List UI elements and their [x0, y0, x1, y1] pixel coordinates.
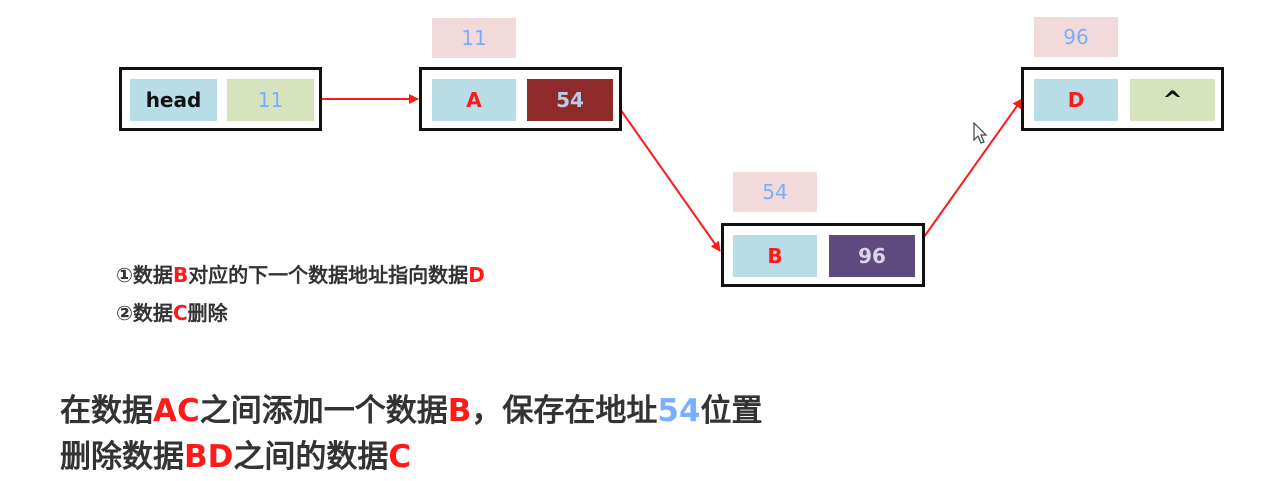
note-step-2-prefix: ②数据	[116, 301, 173, 325]
node-a: A 54	[419, 67, 622, 131]
caption-1-t2: 之间添加一个数据	[199, 393, 448, 429]
note-step-2-c: C	[172, 301, 188, 325]
head-label-cell: head	[130, 79, 217, 121]
node-d: D ^	[1021, 67, 1224, 131]
head-node: head 11	[119, 67, 322, 131]
node-d-data-cell: D	[1034, 79, 1118, 121]
node-b-data-cell: B	[733, 235, 817, 277]
caption-2-c: C	[388, 439, 412, 475]
node-d-next-cell: ^	[1130, 79, 1215, 121]
caption-1-b: B	[447, 393, 472, 429]
caption-1-addr: 54	[657, 393, 701, 429]
node-b-address: 54	[733, 172, 817, 212]
note-step-1-d: D	[468, 263, 485, 287]
caption-1-t3: ，保存在地址	[471, 393, 658, 429]
caption-2-t2: 之间的数据	[233, 439, 389, 475]
node-a-next-cell: 54	[527, 79, 613, 121]
node-a-address: 11	[432, 18, 516, 58]
head-pointer-cell: 11	[227, 79, 314, 121]
note-step-2-suffix: 删除	[187, 301, 228, 325]
caption-1-t1: 在数据	[60, 393, 153, 429]
note-step-1: ①数据B对应的下一个数据地址指向数据D	[116, 259, 485, 288]
note-step-2: ②数据C删除	[116, 297, 228, 326]
node-a-data-cell: A	[432, 79, 516, 121]
arrow-b-to-d	[913, 98, 1023, 252]
note-step-1-middle: 对应的下一个数据地址指向数据	[188, 263, 469, 287]
caption-line-2: 删除数据BD之间的数据C	[60, 431, 411, 476]
caption-2-t1: 删除数据	[60, 439, 184, 475]
node-d-address: 96	[1034, 17, 1118, 57]
node-b: B 96	[721, 223, 925, 287]
note-step-1-prefix: ①数据	[116, 263, 173, 287]
node-b-next-cell: 96	[829, 235, 915, 277]
caption-line-1: 在数据AC之间添加一个数据B，保存在地址54位置	[60, 385, 763, 430]
caption-1-ac: AC	[153, 393, 200, 429]
note-step-1-b: B	[172, 263, 189, 287]
caption-1-t4: 位置	[700, 393, 763, 429]
arrow-a-to-b	[612, 98, 721, 252]
mouse-pointer-icon	[973, 122, 988, 144]
caption-2-bd: BD	[184, 439, 234, 475]
